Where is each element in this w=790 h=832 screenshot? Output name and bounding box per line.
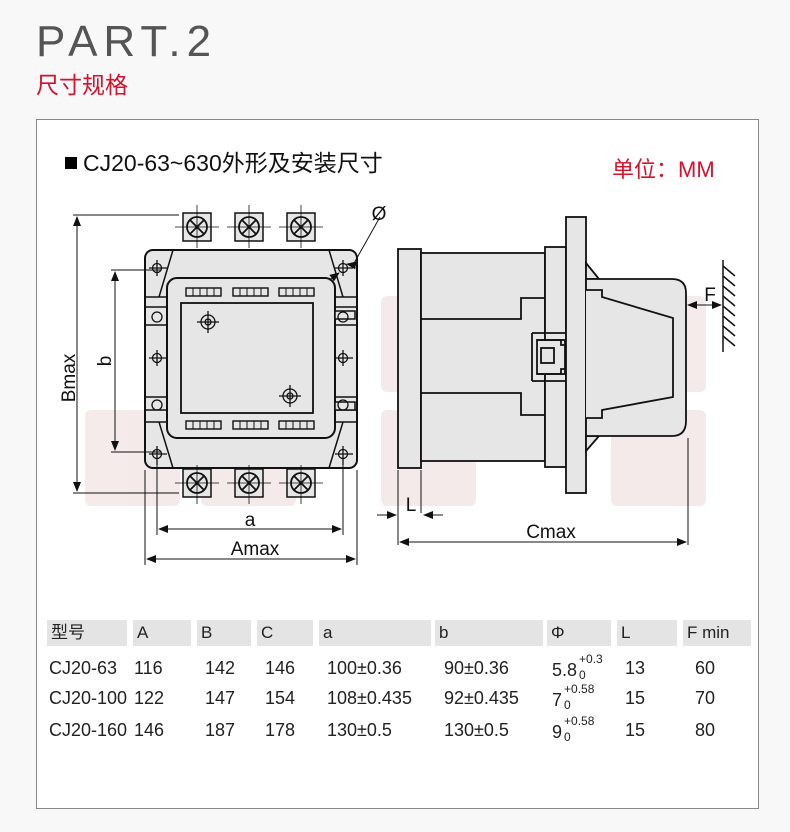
section-subtitle: 尺寸规格 (36, 72, 128, 98)
front-dimensions (73, 214, 381, 565)
phi-lower: 0 (579, 668, 586, 682)
phi-base: 7 (552, 690, 563, 710)
header-model: 型号 (47, 620, 127, 646)
cell-b: 90±0.36 (444, 658, 509, 678)
wall-hatch (722, 260, 736, 352)
cell-a: 130±0.5 (327, 720, 392, 740)
f-label: F (704, 285, 716, 306)
top-terminals (175, 205, 323, 248)
cell-phi: 5.8+0.3 0 (552, 652, 611, 682)
cell-model: CJ20-100 (49, 688, 128, 708)
cell-C: 154 (265, 688, 296, 708)
cell-B: 147 (205, 688, 236, 708)
phi-base: 9 (552, 722, 563, 742)
cell-B: 142 (205, 658, 236, 678)
cell-L: 15 (625, 688, 646, 708)
cell-phi: 9+0.58 0 (552, 714, 596, 744)
cell-b: 92±0.435 (444, 688, 519, 708)
b-label: b (95, 356, 116, 367)
cell-C: 146 (265, 658, 296, 678)
phi-upper: +0.58 (564, 714, 595, 728)
cell-B: 187 (205, 720, 236, 740)
cell-model: CJ20-63 (49, 658, 118, 678)
square-bullet-icon (65, 157, 77, 169)
header-L: L (617, 620, 677, 646)
phi-tolerance: +0.3 0 (577, 652, 611, 682)
dimension-drawing: Bmax b a Amax Ø L Cmax F (59, 204, 736, 565)
unit-label: 单位：MM (612, 157, 715, 182)
header-a: a (319, 620, 431, 646)
cell-L: 15 (625, 720, 646, 740)
cell-phi: 7+0.58 0 (552, 682, 596, 712)
cell-A: 116 (134, 658, 163, 678)
cmax-label: Cmax (526, 522, 576, 543)
phi-tolerance: +0.58 0 (562, 682, 596, 712)
amax-label: Amax (231, 539, 280, 560)
phi-base: 5.8 (552, 660, 578, 680)
header-phi: Φ (547, 620, 611, 646)
phi-lower: 0 (564, 730, 571, 744)
front-view (73, 205, 381, 565)
spec-heading: CJ20-63~630外形及安装尺寸 (65, 144, 383, 178)
side-view (377, 216, 736, 546)
cell-F: 60 (695, 658, 716, 678)
cell-a: 108±0.435 (327, 688, 412, 708)
header-B: B (197, 620, 251, 646)
cell-A: 146 (134, 720, 165, 740)
cell-model: CJ20-160 (49, 720, 128, 740)
header-F: F min (683, 620, 751, 646)
cell-F: 70 (695, 688, 716, 708)
phi-upper: +0.58 (564, 682, 595, 696)
cell-F: 80 (695, 720, 716, 740)
header-C: C (257, 620, 313, 646)
phi-lower: 0 (564, 698, 571, 712)
phi-tolerance: +0.58 0 (562, 714, 596, 744)
a-label: a (245, 510, 256, 531)
part-title: PART.2 (36, 17, 218, 66)
spec-frame: CJ20-63~630外形及安装尺寸 单位：MM (36, 119, 759, 809)
cell-C: 178 (265, 720, 296, 740)
l-label: L (406, 495, 417, 516)
vent-slots (185, 287, 315, 430)
phi-upper: +0.3 (579, 652, 603, 666)
cell-a: 100±0.36 (327, 658, 402, 678)
cell-A: 122 (134, 688, 165, 708)
header-b: b (435, 620, 543, 646)
header-A: A (133, 620, 191, 646)
cell-b: 130±0.5 (444, 720, 509, 740)
spec-heading-text: CJ20-63~630外形及安装尺寸 (83, 150, 383, 176)
phi-label: Ø (372, 204, 387, 225)
bmax-label: Bmax (59, 353, 80, 402)
bottom-terminals (175, 465, 323, 504)
cell-L: 13 (625, 658, 646, 678)
